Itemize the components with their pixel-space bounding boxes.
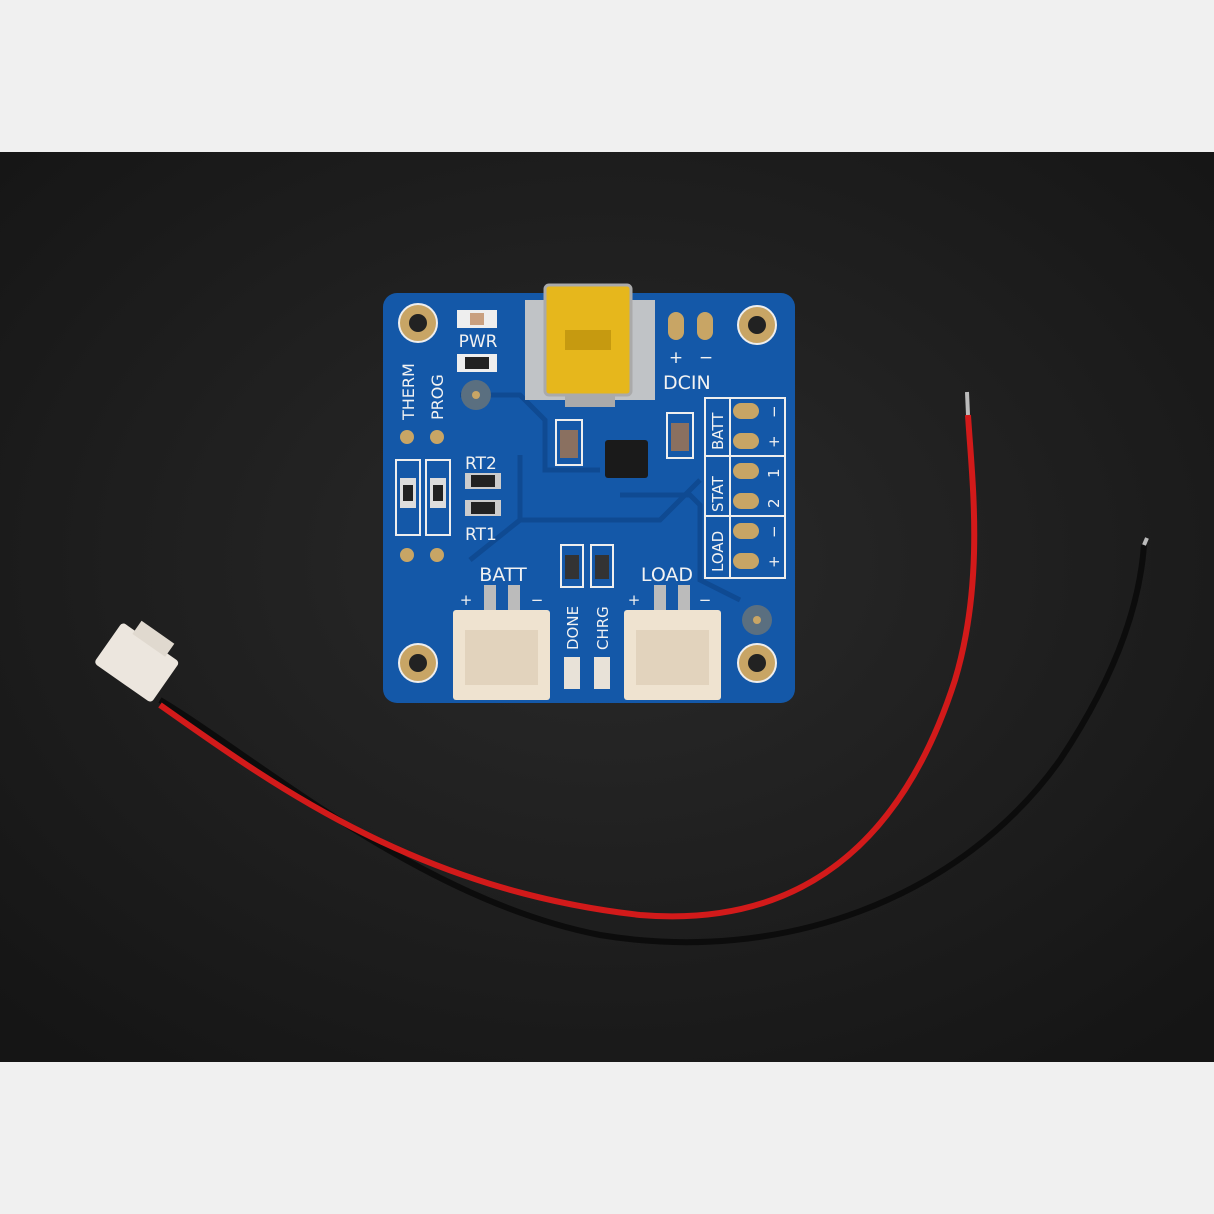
mounting-holes <box>398 303 777 683</box>
red-wire <box>158 414 978 920</box>
header-label-stat: STAT <box>709 475 727 512</box>
through-hole-pads <box>400 430 444 562</box>
label-dcin: DCIN <box>663 372 711 394</box>
therm-prog-resistors <box>395 459 451 536</box>
pin-label: − <box>765 405 783 418</box>
label-load-plus: + <box>628 591 641 609</box>
batt-jst-connector[interactable] <box>453 585 550 700</box>
pin-header-block <box>704 397 786 579</box>
label-batt-plus: + <box>460 591 473 609</box>
label-batt-minus: − <box>531 591 544 609</box>
pcb-traces <box>460 392 742 603</box>
capacitor-right <box>666 412 694 459</box>
label-load-minus: − <box>699 591 712 609</box>
pin-label: 2 <box>765 498 783 508</box>
pin-label: − <box>765 525 783 538</box>
label-rt1: RT1 <box>465 525 497 545</box>
label-pwr: PWR <box>459 332 498 352</box>
header-label-load: LOAD <box>709 531 727 572</box>
label-batt: BATT <box>479 564 527 586</box>
black-wire-tip <box>1142 537 1149 546</box>
mini-usb-port[interactable] <box>525 283 655 407</box>
label-prog: PROG <box>428 374 447 420</box>
load-jst-connector[interactable] <box>624 585 721 700</box>
red-wire-tip <box>965 391 970 416</box>
charger-ic <box>605 440 648 478</box>
label-chrg: CHRG <box>594 606 612 650</box>
capacitor-left <box>555 419 583 466</box>
pin-label: + <box>765 555 783 568</box>
status-resistors <box>560 544 614 588</box>
chrg-led <box>594 657 610 689</box>
pin-label: + <box>765 435 783 448</box>
header-label-batt: BATT <box>709 412 727 450</box>
done-led <box>564 657 580 689</box>
label-dcin-minus: − <box>699 348 713 368</box>
label-load: LOAD <box>641 564 693 586</box>
label-rt2: RT2 <box>465 454 497 474</box>
label-therm: THERM <box>399 363 418 421</box>
label-dcin-plus: + <box>669 348 683 368</box>
pin-label: 1 <box>765 468 783 478</box>
jst-plug <box>95 620 179 702</box>
label-done: DONE <box>564 606 582 650</box>
dcin-pads <box>668 312 713 340</box>
